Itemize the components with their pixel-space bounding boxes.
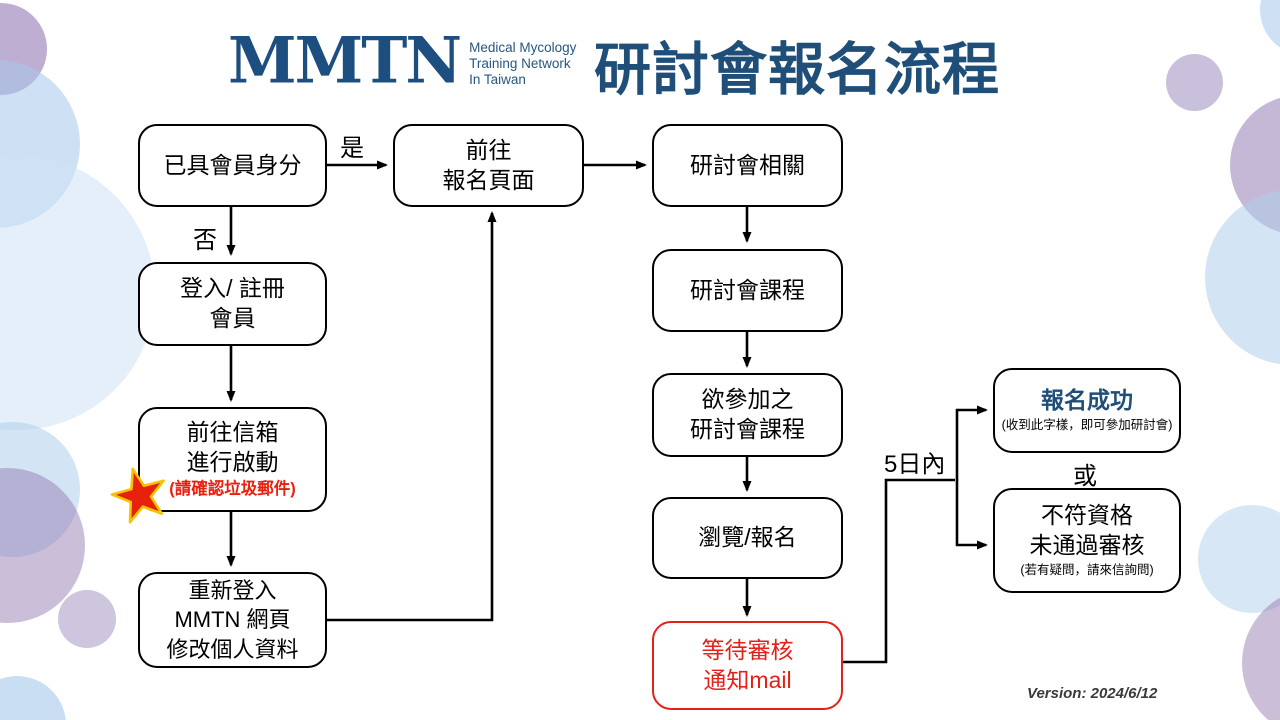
flow-box-fail: 不符資格 未通過審核 (若有疑問，請來信詢問) xyxy=(993,488,1181,593)
flow-box-seminar-related: 研討會相關 xyxy=(652,124,843,207)
flow-box-member: 已具會員身分 xyxy=(138,124,327,207)
flow-box-mailbox-text: 進行啟動 xyxy=(186,449,279,476)
decorative-circle xyxy=(1166,54,1223,111)
flow-box-success-note: (收到此字樣，即可參加研討會) xyxy=(1001,418,1173,433)
flow-box-wait-review-text: 通知mail xyxy=(703,666,792,693)
flow-box-fail-text: 不符資格 xyxy=(1041,502,1133,529)
logo-acronym: MMTN xyxy=(228,23,462,98)
flow-box-mailbox-activate: 前往信箱 進行啟動 (請確認垃圾郵件) xyxy=(138,407,327,512)
flow-box-relogin-text: MMTN 網頁 xyxy=(174,607,291,633)
star-icon xyxy=(110,467,165,524)
flow-box-success: 報名成功 (收到此字樣，即可參加研討會) xyxy=(993,368,1181,453)
label-no: 否 xyxy=(193,227,217,254)
flow-box-seminar-course-text: 研討會課程 xyxy=(690,276,805,303)
flow-box-relogin-text: 修改個人資料 xyxy=(166,636,299,662)
flow-box-wait-review: 等待審核 通知mail xyxy=(652,621,843,710)
flow-box-relogin: 重新登入 MMTN 網頁 修改個人資料 xyxy=(138,572,327,668)
decorative-circle xyxy=(58,590,116,648)
decorative-circle xyxy=(1198,505,1280,613)
label-yes: 是 xyxy=(340,135,364,162)
flow-box-relogin-text: 重新登入 xyxy=(188,578,277,604)
flow-box-login-register-text: 登入/ 註冊 xyxy=(180,275,285,302)
flow-box-seminar-related-text: 研討會相關 xyxy=(690,151,805,178)
flow-box-goto-registration-text: 報名頁面 xyxy=(442,166,535,193)
flow-box-desired-course-text: 欲參加之 xyxy=(701,386,794,413)
connector-relogin-to-registration xyxy=(327,211,497,622)
logo-subtitle-line: Medical Mycology xyxy=(469,40,577,56)
flow-box-desired-course: 欲參加之 研討會課程 xyxy=(652,373,843,457)
flow-box-goto-registration: 前往 報名頁面 xyxy=(393,124,584,207)
flow-box-browse-register-text: 瀏覽/報名 xyxy=(698,524,797,551)
flow-box-member-text: 已具會員身分 xyxy=(163,151,302,178)
flow-box-login-register: 登入/ 註冊 會員 xyxy=(138,262,327,346)
flow-box-login-register-text: 會員 xyxy=(209,305,256,331)
logo-subtitle-line: In Taiwan xyxy=(469,71,526,87)
flow-box-mailbox-spam-note: (請確認垃圾郵件) xyxy=(169,480,296,499)
flow-box-fail-note: (若有疑問，請來信詢問) xyxy=(1020,563,1154,578)
version-text: Version: 2024/6/12 xyxy=(1027,685,1158,702)
flow-box-desired-course-text: 研討會課程 xyxy=(690,416,805,442)
flow-box-mailbox-text: 前往信箱 xyxy=(186,419,279,446)
flow-box-goto-registration-text: 前往 xyxy=(465,136,512,163)
flow-box-wait-review-text: 等待審核 xyxy=(701,636,794,663)
flow-box-browse-register: 瀏覽/報名 xyxy=(652,497,843,579)
flow-box-success-title: 報名成功 xyxy=(1041,387,1133,414)
logo-subtitle: Medical Mycology Training Network In Tai… xyxy=(469,40,576,88)
label-within-5-days: 5日內 xyxy=(884,451,946,478)
logo-subtitle-line: Training Network xyxy=(469,56,571,72)
mmtn-logo: MMTN Medical Mycology Training Network I… xyxy=(228,23,576,98)
connector-wait-to-branch xyxy=(842,478,955,664)
flow-box-fail-text: 未通過審核 xyxy=(1029,532,1145,559)
flow-box-seminar-course: 研討會課程 xyxy=(652,249,843,332)
label-or: 或 xyxy=(1073,463,1097,490)
page-title: 研討會報名流程 xyxy=(594,38,1000,102)
